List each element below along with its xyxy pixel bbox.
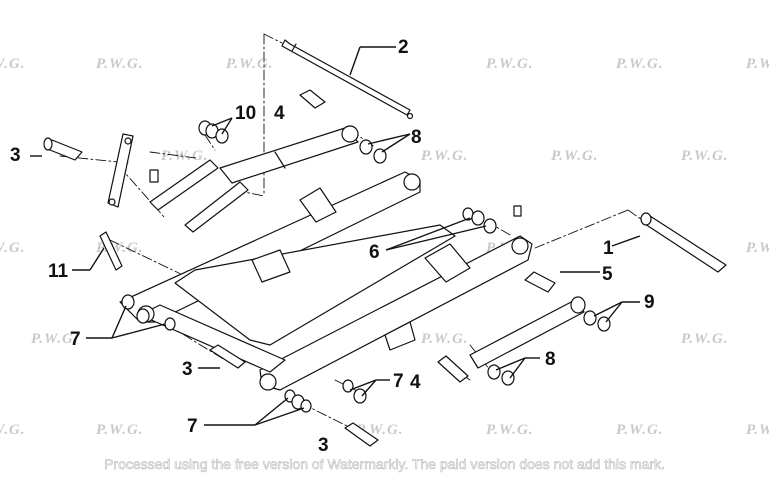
- watermark: P.W.G.: [681, 148, 729, 164]
- callout-6: 6: [369, 242, 380, 263]
- pin-right: [524, 271, 556, 293]
- bushings-7-left: [121, 294, 176, 331]
- callout-4b: 4: [410, 372, 421, 393]
- callout-8a: 8: [411, 127, 422, 148]
- watermark: P.W.G.: [0, 422, 26, 438]
- bushings-10: [198, 120, 229, 144]
- link-arms: [149, 159, 249, 233]
- callout-7a: 7: [70, 329, 81, 350]
- watermark: P.W.G.: [0, 240, 26, 256]
- watermark: P.W.G.: [96, 422, 144, 438]
- callout-7b: 7: [393, 371, 404, 392]
- callout-7c: 7: [187, 416, 198, 437]
- assembly-lines: [59, 33, 646, 431]
- rod-right: [640, 212, 727, 273]
- watermark-notice: Processed using the free version of Wate…: [104, 456, 665, 473]
- pin-left: [43, 137, 83, 161]
- leader-lines: [30, 46, 641, 426]
- watermark: P.W.G.: [421, 331, 469, 347]
- callout-2: 2: [398, 37, 409, 58]
- bolt: [99, 231, 123, 271]
- watermark: P.W.G.: [616, 422, 664, 438]
- watermark: P.W.G.: [486, 422, 534, 438]
- pin-lower: [209, 344, 379, 447]
- watermark: P.W.G.: [746, 422, 769, 438]
- callout-5: 5: [602, 264, 613, 285]
- pin-lower-4: [437, 355, 469, 383]
- callout-11: 11: [48, 261, 69, 282]
- callout-8b: 8: [545, 349, 556, 370]
- callout-4a: 4: [274, 103, 285, 124]
- callout-3a: 3: [10, 145, 21, 166]
- watermark: P.W.G.: [616, 56, 664, 72]
- watermark: P.W.G.: [746, 240, 769, 256]
- pin-top: [299, 89, 326, 109]
- callout-3c: 3: [318, 435, 329, 456]
- upper-cylinder: [219, 125, 359, 184]
- callout-9: 9: [644, 292, 655, 313]
- watermark: P.W.G.: [421, 148, 469, 164]
- watermark: P.W.G.: [681, 331, 729, 347]
- callout-10: 10: [235, 103, 257, 124]
- bushings-7-middle: [342, 379, 367, 404]
- bushings-7-bottom: [284, 389, 312, 413]
- callout-1: 1: [603, 238, 614, 259]
- watermark: P.W.G.: [0, 56, 26, 72]
- watermark: P.W.G.: [161, 148, 209, 164]
- watermark: P.W.G.: [551, 148, 599, 164]
- bushings-8-upper: [359, 139, 387, 164]
- linkage-bar: [107, 133, 134, 208]
- watermark: P.W.G.: [486, 56, 534, 72]
- long-rod: [281, 39, 414, 120]
- watermark: P.W.G.: [96, 56, 144, 72]
- bushings-8-lower: [487, 364, 515, 386]
- watermark: P.W.G.: [226, 56, 274, 72]
- callout-3b: 3: [182, 359, 193, 380]
- lower-cylinder: [469, 296, 586, 369]
- watermark: P.W.G.: [31, 331, 79, 347]
- main-frame: [119, 171, 533, 391]
- watermark: P.W.G.: [746, 56, 769, 72]
